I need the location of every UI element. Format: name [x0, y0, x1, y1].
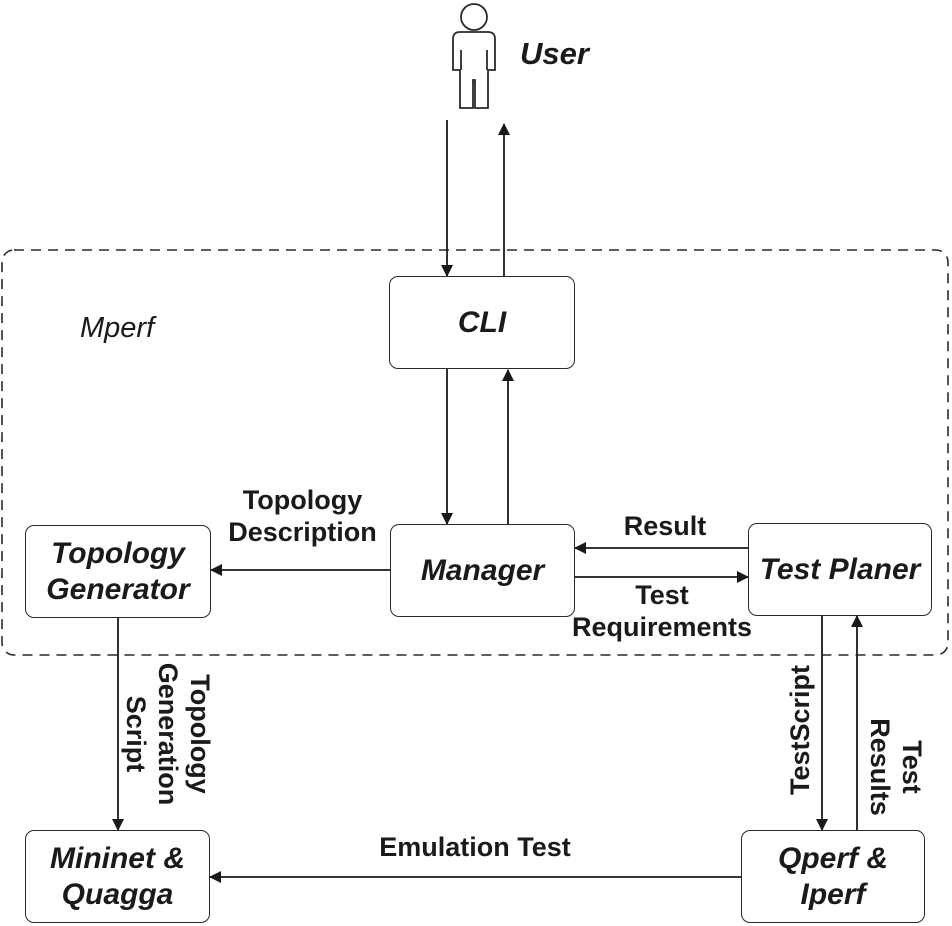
manager-node-label: Manager [420, 553, 545, 587]
test-planer-node-label: Test Planer [759, 552, 921, 586]
mininet-label-line1: Mininet & [50, 841, 185, 875]
mininet-label-line2: Quagga [61, 877, 174, 911]
manager-node: Manager [390, 524, 575, 617]
topology-generator-label-line1: Topology [51, 536, 185, 570]
cli-node: CLI [389, 276, 575, 369]
topology-generation-script-line3: Script [121, 695, 151, 773]
topology-description-label: Topology Description [220, 484, 385, 548]
topology-generation-script-line2: Generation [153, 662, 183, 806]
test-results-line2: Results [865, 718, 895, 816]
emulation-test-label: Emulation Test [379, 832, 571, 862]
test-script-label: TestScript [785, 664, 815, 796]
user-actor-icon [452, 3, 496, 109]
test-results-line1: Test [897, 740, 927, 794]
topology-generator-node: Topology Generator [25, 525, 211, 618]
mperf-boundary [1, 249, 949, 656]
qperf-node: Qperf & Iperf [741, 830, 925, 923]
topology-generation-script-label: Topology Generation Script [120, 644, 216, 824]
test-requirements-line2: Requirements [571, 612, 753, 642]
mperf-frame-title: Mperf [80, 312, 155, 344]
cli-node-label: CLI [457, 305, 507, 339]
test-planer-node: Test Planer [748, 523, 932, 616]
topology-description-line2: Description [228, 517, 377, 547]
topology-generation-script-line1: Topology [185, 674, 215, 794]
test-results-label: Test Results [864, 707, 928, 827]
mininet-node: Mininet & Quagga [25, 830, 210, 923]
test-requirements-line1: Test [635, 580, 689, 610]
topology-generator-label-line2: Generator [46, 572, 190, 606]
result-label: Result [623, 511, 707, 541]
qperf-label-line2: Iperf [800, 877, 866, 911]
user-label: User [520, 36, 589, 71]
topology-description-line1: Topology [242, 485, 363, 515]
test-requirements-label: Test Requirements [562, 579, 762, 643]
qperf-label-line1: Qperf & [777, 841, 888, 875]
